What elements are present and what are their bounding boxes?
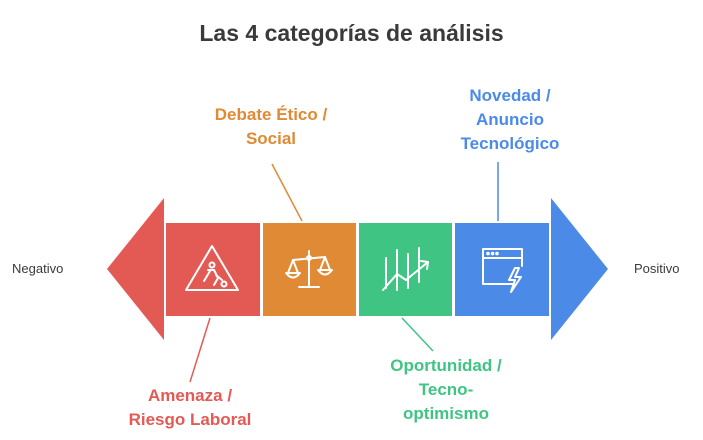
connector-oportunidad xyxy=(401,317,434,352)
category-label-line: Social xyxy=(245,129,297,148)
balance-scale-icon xyxy=(285,250,333,288)
diagram-title: Las 4 categorías de análisis xyxy=(199,20,504,46)
category-label-line: Amenaza / xyxy=(147,386,233,405)
category-label-line: optimismo xyxy=(403,404,489,423)
category-label-line: Debate Ético / xyxy=(214,105,328,124)
block-novedad xyxy=(455,223,549,316)
category-label-line: Oportunidad / xyxy=(390,356,502,375)
negative-end-label: Negativo xyxy=(12,261,64,276)
category-label-line: Riesgo Laboral xyxy=(128,410,252,429)
category-label-line: Novedad / xyxy=(469,86,551,105)
category-label-novedad: Novedad / Anuncio Tecnológico xyxy=(430,84,590,156)
rising-chart-icon xyxy=(382,247,429,291)
connector-amenaza xyxy=(189,317,211,383)
block-oportunidad xyxy=(359,223,452,316)
category-label-line: Tecnológico xyxy=(460,134,560,153)
negative-arrow-head xyxy=(107,198,164,340)
category-label-line: Tecno- xyxy=(418,380,474,399)
positive-arrow-head xyxy=(551,198,608,340)
category-label-amenaza: Amenaza / Riesgo Laboral xyxy=(110,384,270,432)
browser-lightning-icon xyxy=(482,248,523,293)
positive-end-label: Positivo xyxy=(634,261,680,276)
worker-warning-sign-icon xyxy=(185,245,239,291)
connector-debate xyxy=(271,163,303,222)
category-label-line: Anuncio xyxy=(476,110,544,129)
category-label-debate: Debate Ético / Social xyxy=(191,103,351,151)
category-label-oportunidad: Oportunidad / Tecno- optimismo xyxy=(366,354,526,426)
